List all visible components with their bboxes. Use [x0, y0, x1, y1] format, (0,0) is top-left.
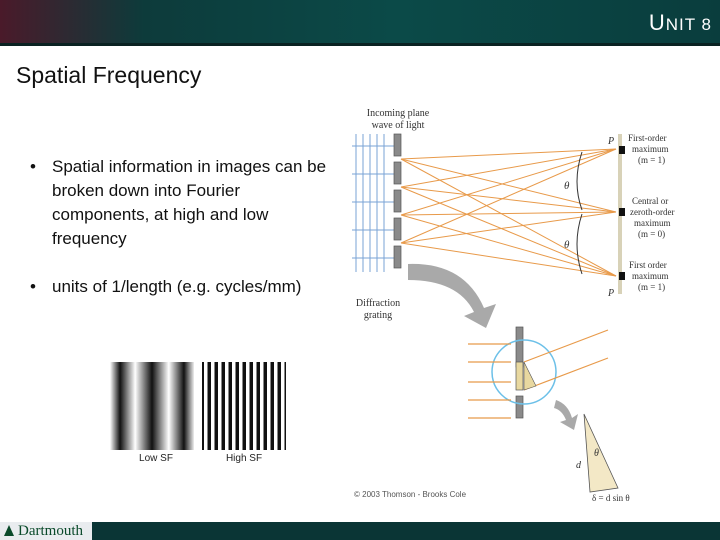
plane-wavefronts: [355, 134, 385, 272]
triangle-theta: θ: [594, 448, 599, 459]
grating-line1: Diffraction: [356, 298, 400, 309]
copyright-note: © 2003 Thomson - Brooks Cole: [354, 490, 467, 499]
footer-bar: Dartmouth: [0, 522, 720, 540]
dartmouth-logo: Dartmouth: [0, 522, 92, 540]
bullet-list: • Spatial information in images can be b…: [30, 155, 330, 323]
grating-line2: grating: [364, 310, 392, 321]
bullet-marker: •: [30, 277, 36, 296]
pine-tree-icon: [4, 525, 14, 536]
incoming-wave-line2: wave of light: [372, 120, 425, 131]
bullet-text: units of 1/length (e.g. cycles/mm): [52, 277, 302, 296]
sine-gratings-figure: Low SF High SF: [110, 362, 286, 464]
incoming-rays: [352, 145, 394, 259]
zoom-circle: [491, 339, 557, 405]
bullet-item: • units of 1/length (e.g. cycles/mm): [30, 275, 330, 299]
low-sf-label: Low SF: [139, 453, 173, 464]
zoom-arrow: [408, 263, 496, 328]
p-label-bottom: P: [607, 288, 614, 299]
p-label-top: P: [607, 136, 614, 147]
first-bottom-line2: maximum: [632, 271, 669, 281]
high-sf-label: High SF: [226, 453, 262, 464]
central-line3: maximum: [634, 218, 671, 228]
unit-title-rest: NIT 8: [665, 15, 712, 34]
theta-label-lower: θ: [564, 239, 570, 251]
central-line1: Central or: [632, 196, 668, 206]
bullet-marker: •: [30, 157, 36, 176]
diffracted-rays: [400, 148, 617, 277]
slit-detail: [468, 326, 609, 419]
header-bar: UNIT 8: [0, 0, 720, 46]
path-difference-triangle: [583, 413, 619, 493]
dartmouth-wordmark: Dartmouth: [18, 522, 83, 539]
bullet-text: Spatial information in images can be bro…: [52, 157, 327, 248]
low-sf-grating: [110, 362, 194, 450]
unit-title-prefix: U: [648, 10, 666, 35]
max-marker-top: [619, 146, 625, 154]
theta-label-upper: θ: [564, 180, 570, 192]
d-label: d: [576, 460, 582, 471]
first-top-line2: maximum: [632, 144, 669, 154]
high-sf-grating: [202, 362, 286, 450]
central-line4: (m = 0): [638, 229, 665, 239]
theta-arc-upper: [576, 151, 583, 211]
unit-title: UNIT 8: [649, 10, 712, 36]
header-background: [0, 0, 720, 46]
delta-formula: δ = d sin θ: [592, 493, 630, 503]
grating-bars: [393, 133, 402, 269]
first-top-line3: (m = 1): [638, 155, 665, 165]
slide-title: Spatial Frequency: [16, 62, 202, 88]
incoming-wave-line1: Incoming plane: [367, 108, 430, 119]
max-marker-bottom: [619, 272, 625, 280]
bullet-item: • Spatial information in images can be b…: [30, 155, 330, 251]
header-divider: [0, 43, 720, 46]
central-line2: zeroth-order: [630, 207, 674, 217]
max-marker-center: [619, 208, 625, 216]
theta-arc-lower: [576, 213, 583, 275]
first-bottom-line1: First order: [629, 260, 667, 270]
small-arrow: [554, 400, 578, 430]
first-top-line1: First-order: [628, 133, 667, 143]
first-bottom-line3: (m = 1): [638, 282, 665, 292]
